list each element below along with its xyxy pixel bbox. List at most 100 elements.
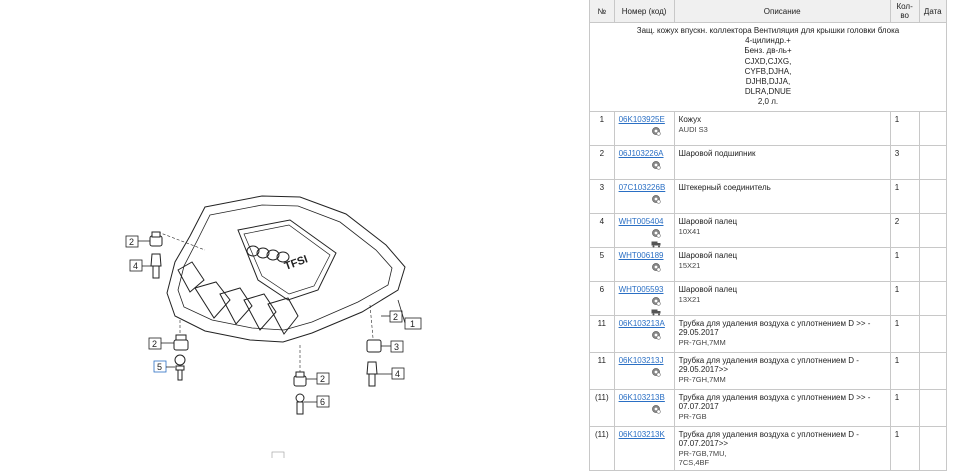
callout-1[interactable]: 1	[410, 319, 415, 329]
part-subtext: PR-7GB	[678, 411, 707, 421]
part-code-link[interactable]: 06K103213K	[618, 429, 665, 439]
row-icons	[619, 228, 670, 248]
group-line: 2,0 л.	[757, 97, 779, 107]
part-subtext: AUDI S3	[678, 124, 708, 134]
cell-desc: Трубка для удаления воздуха с уплотнение…	[673, 388, 891, 427]
gear-icon[interactable]	[651, 404, 661, 416]
part-code-link[interactable]: 06K103213J	[618, 355, 664, 365]
callout-4[interactable]: 4	[395, 369, 400, 379]
callout-2[interactable]: 2	[393, 312, 398, 322]
gear-icon[interactable]	[651, 296, 661, 308]
callout-5[interactable]: 5	[157, 362, 162, 372]
part-code-link[interactable]: 06K103213B	[618, 392, 665, 402]
table-header-row: № Номер (код) Описание Кол-во Дата	[589, 0, 948, 23]
part-description: Трубка для удаления воздуха с уплотнение…	[678, 355, 859, 374]
cell-code: WHT005404	[613, 212, 675, 248]
row-icons	[619, 367, 670, 379]
gear-icon[interactable]	[651, 228, 661, 240]
group-line: DLRA,DNUE	[744, 87, 792, 97]
part-code-link[interactable]: WHT006189	[618, 250, 664, 260]
ball-bearing-part	[149, 231, 382, 415]
callout-group	[125, 235, 422, 408]
row-icons	[619, 194, 670, 206]
cell-code: 06J103226A	[613, 144, 675, 180]
part-description: Трубка для удаления воздуха с уплотнение…	[678, 318, 871, 337]
cell-date	[918, 178, 948, 214]
cell-date	[918, 314, 948, 353]
cell-date	[918, 280, 948, 316]
group-line: Защ. кожух впускн. коллектора Вентиляция…	[636, 26, 900, 35]
part-code-link[interactable]: 06J103226A	[618, 148, 664, 158]
part-code-link[interactable]: WHT005404	[618, 216, 664, 226]
cell-qty: 1	[889, 178, 920, 214]
part-code-link[interactable]: 06K103925E	[618, 114, 665, 124]
cell-num: 11	[589, 314, 615, 353]
row-icons	[619, 330, 670, 342]
gear-icon[interactable]	[651, 330, 661, 342]
part-description: Шаровой палец	[678, 284, 738, 294]
cell-date	[918, 212, 948, 248]
gear-icon[interactable]	[651, 160, 661, 172]
row-icons	[619, 262, 670, 274]
truck-icon[interactable]	[651, 308, 661, 318]
header-desc: Описание	[673, 0, 891, 23]
cell-num: 3	[589, 178, 615, 214]
callout-2[interactable]: 2	[152, 339, 157, 349]
diagram-corner-mark	[271, 451, 285, 458]
cell-code: WHT006189	[613, 246, 675, 282]
cell-code: 06K103213J	[613, 351, 675, 390]
gear-icon[interactable]	[651, 367, 661, 379]
cell-qty: 1	[889, 246, 920, 282]
part-code-link[interactable]: 06K103213A	[618, 318, 665, 328]
cell-qty: 3	[889, 144, 920, 180]
row-icons	[619, 126, 670, 138]
gear-icon[interactable]	[651, 262, 661, 274]
gear-icon[interactable]	[651, 194, 661, 206]
cell-code: 06K103213K	[613, 425, 675, 471]
part-description: Шаровой подшипник	[678, 148, 756, 158]
cell-num: 6	[589, 280, 615, 316]
part-subtext: 13X21	[678, 294, 701, 304]
cell-desc: Штекерный соединитель	[673, 178, 891, 214]
parts-table: № Номер (код) Описание Кол-во Дата Защ. …	[589, 0, 948, 471]
part-description: Шаровой палец	[678, 250, 738, 260]
cell-num: (11)	[589, 425, 615, 471]
truck-icon[interactable]	[651, 240, 661, 250]
callout-3[interactable]: 3	[394, 342, 399, 352]
cell-desc: Трубка для удаления воздуха с уплотнение…	[673, 425, 891, 471]
group-line: Бенз. дв-ль+	[744, 46, 792, 56]
cell-desc: Шаровой подшипник	[673, 144, 891, 180]
part-subtext: 15X21	[678, 260, 701, 270]
parts-diagram: TFSI 2 4 2 5 2 6 1	[125, 195, 422, 458]
part-subtext: PR-7GH,7MM	[678, 337, 726, 347]
cell-code: 06K103213B	[613, 388, 675, 427]
part-subtext: PR-7GH,7MM	[678, 374, 726, 384]
callout-4[interactable]: 4	[133, 261, 138, 271]
group-description-row: Защ. кожух впускн. коллектора Вентиляция…	[589, 22, 947, 112]
part-code-link[interactable]: 07C103226B	[618, 182, 666, 192]
header-code: Номер (код)	[613, 0, 675, 23]
cell-date	[918, 425, 948, 471]
gear-icon[interactable]	[651, 126, 661, 138]
part-description: Трубка для удаления воздуха с уплотнение…	[678, 429, 859, 448]
cell-qty: 1	[889, 280, 920, 316]
part-description: Кожух	[678, 114, 702, 124]
callout-6[interactable]: 6	[320, 397, 325, 407]
callout-2[interactable]: 2	[320, 374, 325, 384]
part-code-link[interactable]: WHT005593	[618, 284, 664, 294]
cell-num: 5	[589, 246, 615, 282]
cell-num: 1	[589, 110, 615, 146]
callout-2[interactable]: 2	[129, 237, 134, 247]
cell-code: 06K103925E	[613, 110, 675, 146]
